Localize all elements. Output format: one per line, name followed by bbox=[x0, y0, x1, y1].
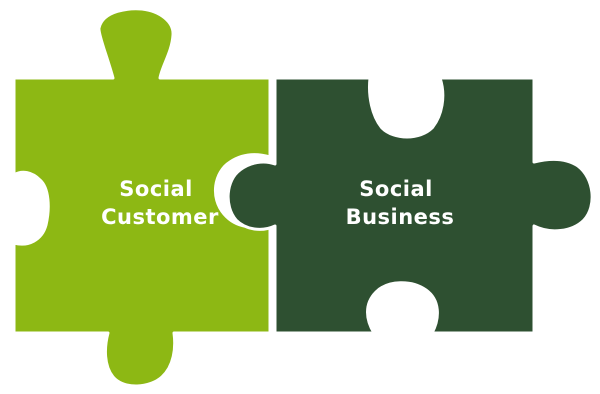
label-social-customer-line-2: Customer bbox=[101, 205, 219, 229]
label-social-business-line-1: Social bbox=[359, 177, 433, 201]
label-social-customer-line-1: Social bbox=[119, 177, 193, 201]
puzzle-piece-social-business bbox=[226, 76, 594, 335]
label-social-customer: Social Customer bbox=[101, 177, 219, 229]
label-social-business: Social Business bbox=[346, 177, 455, 229]
label-social-business-line-2: Business bbox=[346, 205, 455, 229]
